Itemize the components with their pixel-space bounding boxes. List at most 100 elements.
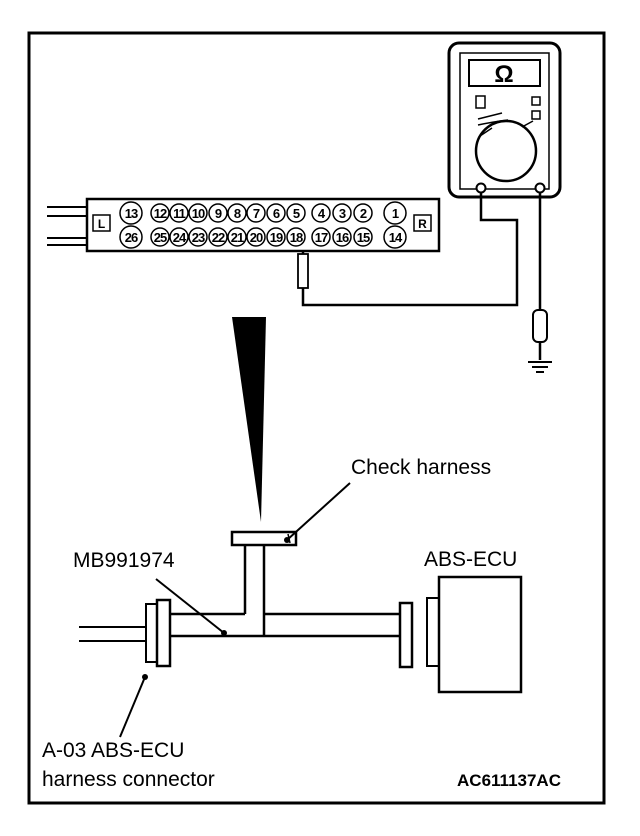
pin-circle <box>208 203 228 223</box>
pin-label: 16 <box>336 230 349 245</box>
connector-pin: 17 <box>311 227 331 247</box>
pin-label: 3 <box>339 206 346 221</box>
connector-pin: 10 <box>188 203 208 223</box>
pin-circle <box>311 227 331 247</box>
pin-label: 11 <box>173 206 186 221</box>
ohmmeter-terminal <box>475 182 487 194</box>
ground-symbol <box>528 361 552 373</box>
connector-pin: 16 <box>332 227 352 247</box>
pin-label: 9 <box>215 206 222 221</box>
pin-label: 23 <box>192 230 205 245</box>
pin-label: 13 <box>125 206 138 221</box>
pin-label: 2 <box>360 206 367 221</box>
connector-end-box-right <box>413 214 432 232</box>
pin-label: 7 <box>253 206 260 221</box>
ohm-symbol: Ω <box>494 61 513 88</box>
label-connector-line1: A-03 ABS-ECU <box>42 739 184 762</box>
pin-circle <box>286 227 306 247</box>
pin-label: 15 <box>357 230 370 245</box>
connector-pin: 24 <box>169 227 189 247</box>
pin-label: 26 <box>125 230 138 245</box>
connector-pin: 13 <box>119 201 143 225</box>
test-leads <box>297 193 552 373</box>
pin-label: 25 <box>154 230 167 245</box>
connector-pin: 26 <box>119 225 143 249</box>
adapter-plug-left <box>155 598 172 668</box>
connector-pin: 25 <box>150 227 170 247</box>
connector-pin: 6 <box>266 203 286 223</box>
leader-lines <box>119 482 351 738</box>
pin-circle <box>119 225 143 249</box>
pin-circle <box>353 227 373 247</box>
pin-circle <box>353 203 373 223</box>
label-connector-line2: harness connector <box>42 768 215 791</box>
connector-end-box-left <box>92 214 111 232</box>
leader-dot <box>142 674 148 680</box>
check-harness <box>79 530 414 669</box>
connector-end-label-right: R <box>418 217 427 231</box>
connector-pin: 12 <box>150 203 170 223</box>
ohmmeter: Ω <box>447 41 562 199</box>
pin-label: 20 <box>250 230 263 245</box>
pin-label: 6 <box>273 206 280 221</box>
pin-label: 21 <box>231 230 244 245</box>
connector-end-label-left: L <box>98 217 105 231</box>
probe-tip <box>297 253 309 289</box>
pin-label: 17 <box>315 230 328 245</box>
ohmmeter-terminal <box>534 182 546 194</box>
connector-pin: 8 <box>227 203 247 223</box>
pin-circle <box>383 201 407 225</box>
connector-pin: 2 <box>353 203 373 223</box>
pin-label: 18 <box>290 230 303 245</box>
pin-label: 8 <box>234 206 241 221</box>
connector-pin: 23 <box>188 227 208 247</box>
pin-circle <box>246 227 266 247</box>
label-mb-tool: MB991974 <box>73 549 175 572</box>
connector-pin: 19 <box>266 227 286 247</box>
pin-circle <box>169 227 189 247</box>
figure-code: AC611137AC <box>457 771 561 790</box>
pin-circle <box>311 203 331 223</box>
abs-ecu-unit <box>426 575 523 694</box>
connector-pin: 9 <box>208 203 228 223</box>
pin-circle <box>208 227 228 247</box>
pin-circle <box>227 227 247 247</box>
label-check-harness: Check harness <box>351 456 491 479</box>
pin-circle <box>150 227 170 247</box>
pin-circle <box>246 203 266 223</box>
ohmmeter-button <box>531 96 541 106</box>
connector-pin: 3 <box>332 203 352 223</box>
pin-circle <box>188 203 208 223</box>
ohmmeter-dial <box>474 119 538 183</box>
connector-pin: 22 <box>208 227 228 247</box>
connector-pin: 15 <box>353 227 373 247</box>
pointer-wedge <box>232 317 266 522</box>
pin-circle <box>286 203 306 223</box>
connector-pin: 20 <box>246 227 266 247</box>
pin-circle <box>227 203 247 223</box>
pin-circle <box>169 203 189 223</box>
leader-dot <box>221 630 227 636</box>
connector-pin: 4 <box>311 203 331 223</box>
connector-pin: 7 <box>246 203 266 223</box>
connector-pin: 14 <box>383 225 407 249</box>
pin-circle <box>150 203 170 223</box>
connector-pin: 21 <box>227 227 247 247</box>
pin-circle <box>332 227 352 247</box>
connector-pin: 18 <box>286 227 306 247</box>
pin-label: 22 <box>212 230 225 245</box>
pin-label: 10 <box>192 206 205 221</box>
pin-circle <box>119 201 143 225</box>
pin-circle <box>332 203 352 223</box>
connector-pin: 1 <box>383 201 407 225</box>
ohmmeter-display <box>468 59 541 87</box>
pin-circle <box>188 227 208 247</box>
ohmmeter-button <box>475 95 486 109</box>
label-abs-ecu: ABS-ECU <box>424 548 517 571</box>
adapter-plug-right <box>398 601 414 669</box>
pin-circle <box>266 227 286 247</box>
ohmmeter-button <box>531 110 541 120</box>
